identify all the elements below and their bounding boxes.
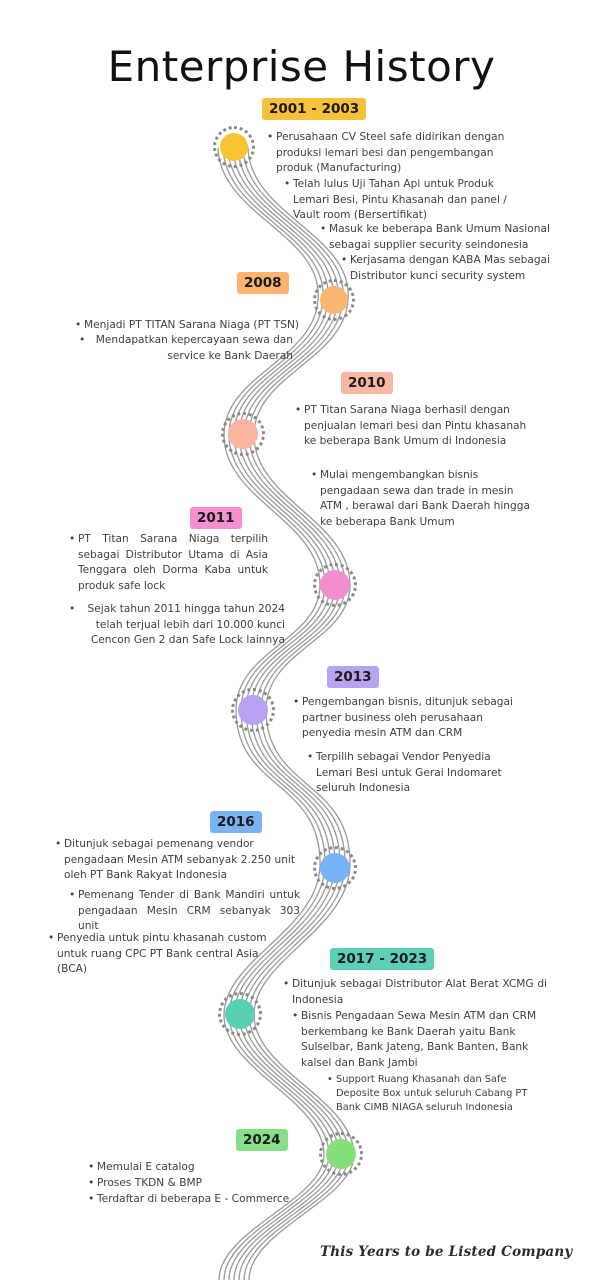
event-text: Bisnis Pengadaan Sewa Mesin ATM dan CRM … (292, 1009, 546, 1071)
milestone-dot-2016 (313, 846, 357, 890)
event-text: Support Ruang Khasanah dan Safe Deposite… (327, 1073, 551, 1115)
event-text: PT Titan Sarana Niaga terpilih sebagai D… (69, 532, 268, 594)
event-text: Kerjasama dengan KABA Mas sebagai Distri… (341, 253, 560, 284)
event-text: Perusahaan CV Steel safe didirikan denga… (267, 130, 516, 177)
event-text: Menjadi PT TITAN Sarana Niaga (PT TSN) (75, 318, 314, 334)
event-text: Proses TKDN & BMP (88, 1176, 297, 1192)
milestone-dot-2013 (231, 688, 275, 732)
year-badge-2001-2003: 2001 - 2003 (262, 98, 367, 120)
year-badge-2011: 2011 (190, 507, 242, 529)
year-badge-2016: 2016 (210, 811, 262, 833)
milestone-dot-2001 (213, 126, 255, 168)
year-badge-2024: 2024 (236, 1129, 288, 1151)
event-text: Telah lulus Uji Tahan Api untuk Produk L… (284, 177, 523, 224)
milestone-dot-2011 (313, 563, 357, 607)
year-badge-2010: 2010 (341, 372, 393, 394)
event-text: Sejak tahun 2011 hingga tahun 2024 telah… (69, 602, 285, 649)
event-text: Mendapatkan kepercayaan sewa dan service… (79, 333, 293, 364)
page-title: Enterprise History (107, 42, 496, 91)
event-text: Pemenang Tender di Bank Mandiri untuk pe… (69, 888, 300, 935)
event-text: Terpilih sebagai Vendor Penyedia Lemari … (307, 750, 516, 797)
event-text: Pengembangan bisnis, ditunjuk sebagai pa… (293, 695, 527, 742)
event-text: Ditunjuk sebagai pemenang vendor pengada… (55, 837, 314, 884)
year-badge-2013: 2013 (327, 666, 379, 688)
milestone-dot-2008 (313, 279, 355, 321)
event-text: PT Titan Sarana Niaga berhasil dengan pe… (295, 403, 529, 450)
event-text: Memulai E catalog (88, 1160, 297, 1176)
event-text: Ditunjuk sebagai Distributor Alat Berat … (283, 977, 547, 1008)
year-badge-2008: 2008 (237, 272, 289, 294)
event-text: Masuk ke beberapa Bank Umum Nasional seb… (320, 222, 559, 253)
milestone-dot-2010 (221, 412, 265, 456)
event-text: Mulai mengembangkan bisnis pengadaan sew… (311, 468, 530, 530)
event-text: Terdaftar di beberapa E - Commerce (88, 1192, 327, 1208)
year-badge-2017-2023: 2017 - 2023 (330, 948, 435, 970)
footer-tagline: This Years to be Listed Company (320, 1244, 573, 1260)
milestone-dot-2024 (319, 1132, 363, 1176)
milestone-dot-2017 (218, 992, 262, 1036)
event-text: Penyedia untuk pintu khasanah custom unt… (48, 931, 282, 978)
